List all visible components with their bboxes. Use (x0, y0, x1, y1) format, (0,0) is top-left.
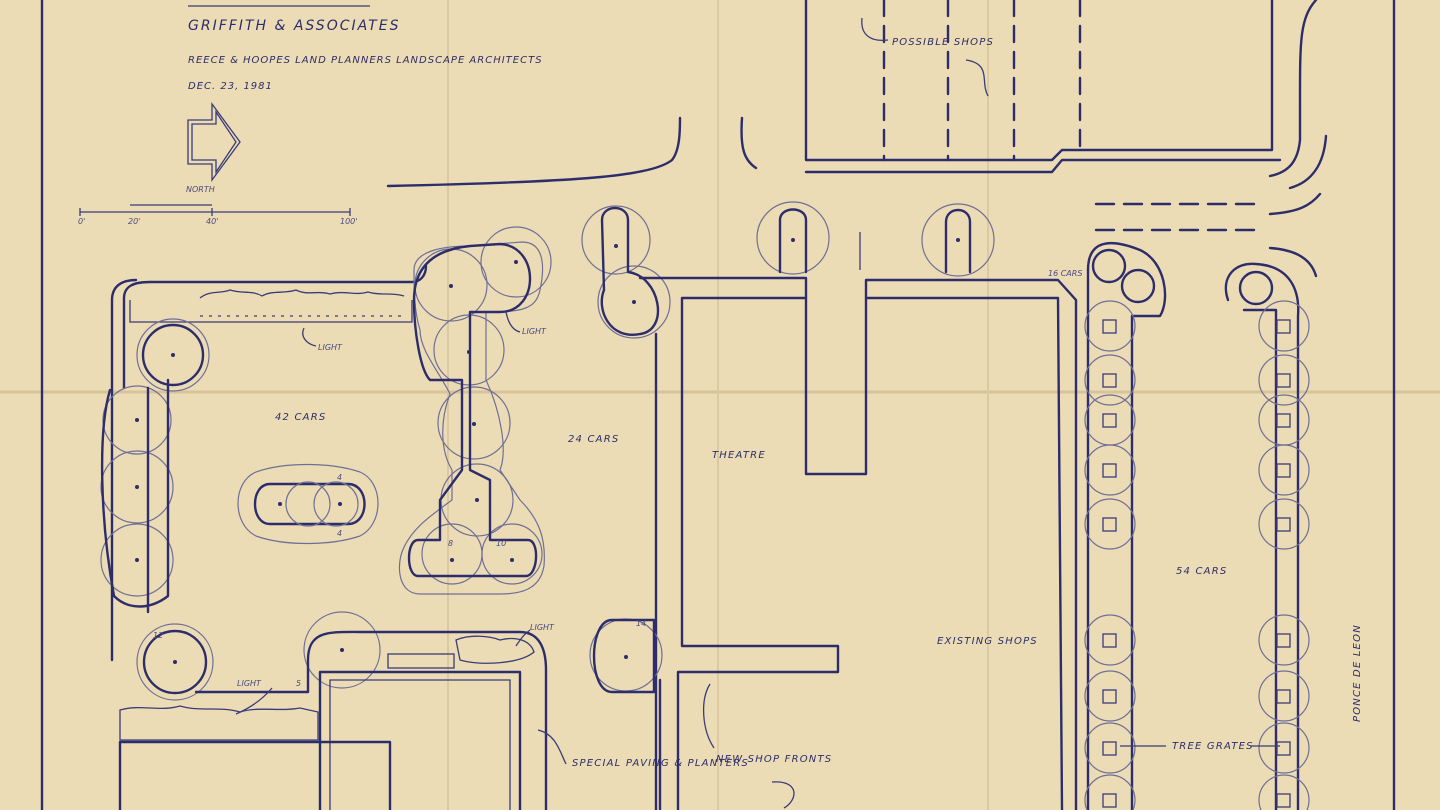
partners-line: REECE & HOOPES LAND PLANNERS LANDSCAPE A… (188, 55, 543, 66)
cars-24-label: 24 CARS (568, 434, 619, 445)
street-name-label: PONCE DE LEON (1352, 624, 1363, 722)
light-label: LIGHT (530, 623, 555, 632)
scale-tick-0: 0' (78, 217, 85, 226)
leader-line (861, 17, 889, 42)
stall-count-label: 4 (337, 473, 342, 482)
north-label: NORTH (186, 185, 215, 194)
stall-count-label: 14 (636, 619, 646, 628)
leader-line (302, 327, 317, 347)
stall-count-label: 5 (296, 679, 301, 688)
light-label: LIGHT (318, 343, 343, 352)
tree-grates-label: TREE GRATES (1172, 741, 1254, 752)
traffic-arrow (1268, 246, 1318, 278)
scale-tick-100: 100' (340, 217, 357, 226)
scale-tick-20: 20' (128, 217, 140, 226)
stall-count-label: 4 (337, 529, 342, 538)
southwest-planting (118, 611, 548, 810)
leader-line (235, 687, 273, 715)
firm-name: GRIFFITH & ASSOCIATES (188, 18, 400, 34)
scale-tick-40: 40' (206, 217, 218, 226)
stall-count-label: 12 (153, 631, 163, 640)
leader-line (771, 781, 795, 809)
street-curb (1268, 0, 1318, 178)
stall-count-label: 8 (448, 539, 453, 548)
new-shop-fronts-label: NEW SHOP FRONTS (716, 754, 832, 765)
cars-42-label: 42 CARS (275, 412, 326, 423)
tree-grates-west (1084, 300, 1136, 810)
traffic-arrow (1268, 192, 1322, 216)
cars-54-label: 54 CARS (1176, 566, 1227, 577)
traffic-arrow (1288, 134, 1328, 190)
light-label: LIGHT (522, 327, 547, 336)
light-label: LIGHT (237, 679, 262, 688)
theatre-label: THEATRE (712, 450, 766, 461)
north-arrow-icon: NORTH (186, 102, 241, 194)
leader-line (702, 683, 715, 749)
west-parking-lot (100, 264, 428, 662)
scale-bar: 0' 20' 40' 100' (78, 204, 357, 226)
cars-16-label: 16 CARS (1048, 269, 1082, 278)
planter-spine (398, 226, 552, 595)
leader-line (505, 311, 521, 333)
stall-count-label: 10 (496, 539, 506, 548)
drawing-date: DEC. 23, 1981 (188, 81, 273, 92)
leader-line (537, 729, 567, 765)
theatre-and-shops (581, 201, 1078, 810)
tree-grates-east (1258, 300, 1310, 810)
street-curb (386, 116, 682, 188)
east-parking-lot (1086, 242, 1300, 810)
possible-shops-block (804, 0, 1282, 174)
street-curb (740, 116, 758, 170)
existing-shops-label: EXISTING SHOPS (937, 636, 1038, 647)
possible-shops-label: POSSIBLE SHOPS (892, 37, 994, 48)
leader-line (515, 629, 531, 647)
leader-line (965, 59, 989, 97)
